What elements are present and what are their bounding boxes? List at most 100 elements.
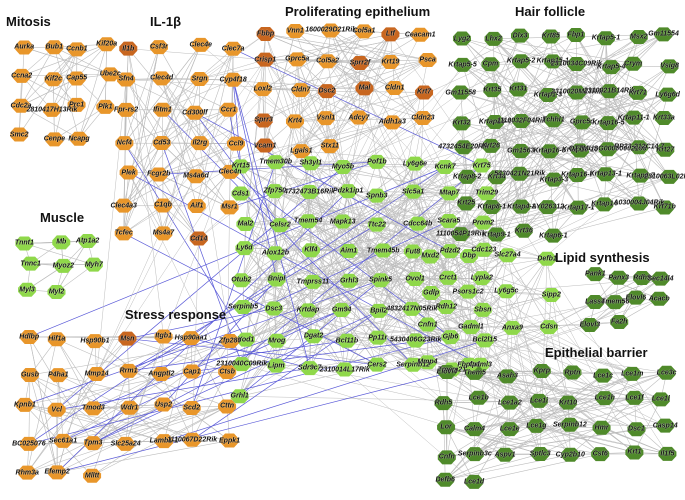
gene-label: Ccl9	[228, 140, 244, 148]
gene-node	[625, 445, 644, 460]
gene-node	[299, 214, 318, 229]
gene-label: Vsnl1	[316, 114, 336, 122]
gene-node	[570, 143, 589, 158]
edge	[466, 63, 577, 204]
gene-label: 4832417N05Rik	[386, 305, 438, 313]
gene-node	[266, 246, 285, 261]
gene-node	[486, 115, 505, 130]
gene-node	[631, 168, 650, 183]
gene-node	[474, 215, 493, 230]
gene-node	[83, 468, 102, 483]
gene-label: Mapk13	[329, 218, 356, 226]
gene-node	[78, 233, 97, 248]
gene-node	[500, 395, 519, 410]
gene-label: Rdh12	[435, 303, 457, 311]
gene-label: RP23-212C14.7	[614, 143, 665, 151]
edge	[232, 48, 482, 166]
edge	[123, 143, 237, 206]
edge	[377, 292, 432, 338]
edge	[62, 340, 231, 442]
gene-label: Grhl1	[230, 392, 249, 400]
gene-label: Clec4d	[150, 74, 174, 82]
edge	[330, 30, 391, 63]
edge	[232, 79, 277, 280]
gene-label: Tpm3	[83, 439, 103, 447]
gene-node	[606, 295, 625, 310]
edge	[158, 174, 230, 208]
gene-node	[44, 72, 63, 87]
gene-node	[120, 400, 139, 415]
edge	[196, 59, 266, 207]
edge	[466, 179, 554, 204]
gene-node	[418, 355, 437, 370]
gene-label: Sdr9c7	[298, 364, 322, 372]
edge	[191, 371, 228, 440]
gene-node	[321, 23, 340, 38]
gene-node	[532, 363, 551, 378]
gene-node	[623, 366, 642, 381]
gene-node	[318, 54, 337, 69]
gene-node	[404, 184, 423, 199]
edge	[20, 78, 77, 107]
gene-node	[595, 391, 614, 406]
gene-label: Rdh5	[434, 399, 453, 407]
gene-label: Mxd2	[421, 252, 440, 260]
edge	[380, 233, 461, 281]
gene-node	[337, 333, 356, 348]
gene-node	[21, 256, 40, 271]
edge	[92, 310, 379, 444]
gene-node	[497, 284, 516, 299]
gene-label: Hmr	[594, 424, 609, 432]
gene-label: Tmem21	[437, 366, 467, 374]
gene-node	[421, 249, 440, 264]
gene-node	[54, 258, 73, 273]
gene-node	[484, 31, 503, 46]
gene-node	[368, 330, 387, 345]
gene-label: Lamb1-1	[149, 437, 179, 445]
gene-node	[219, 102, 238, 117]
gene-node	[591, 447, 610, 462]
edge	[93, 309, 342, 409]
gene-node	[509, 82, 528, 97]
gene-label: Cd300lf	[182, 109, 208, 117]
gene-label: Sprr3	[254, 116, 273, 124]
edge	[245, 250, 451, 340]
gene-label: Sptlc3	[529, 450, 551, 458]
edge	[579, 38, 607, 151]
edge	[273, 59, 298, 309]
gene-label: Sipp2	[541, 291, 561, 299]
gene-label: Dsc1	[628, 425, 645, 433]
gene-label: Lce1h	[594, 394, 615, 402]
gene-node	[465, 422, 484, 437]
edge	[228, 59, 266, 110]
edge	[63, 406, 228, 442]
gene-label: Clec4a3	[110, 202, 137, 210]
edge	[56, 409, 165, 442]
edge	[162, 109, 164, 206]
gene-label: Loxl2	[253, 85, 272, 93]
gene-label: Krt71b	[653, 203, 676, 211]
gene-label: Krtap16-9	[533, 147, 566, 155]
gene-node	[15, 397, 34, 412]
gene-label: Krtap5-4	[597, 63, 626, 71]
gene-label: Myl2	[48, 288, 65, 296]
gene-label: Lce1e	[499, 425, 520, 433]
gene-label: Ccr1	[220, 106, 237, 114]
gene-node	[500, 422, 519, 437]
edge	[377, 326, 471, 338]
gene-label: Bub1	[45, 43, 63, 51]
edge	[461, 123, 467, 204]
edge	[313, 223, 418, 337]
gene-label: Krtap15-1	[536, 57, 569, 65]
edge	[244, 247, 485, 341]
gene-node	[369, 303, 388, 318]
gene-node	[119, 41, 138, 56]
gene-label: Crct1	[439, 274, 458, 282]
gene-node	[155, 434, 174, 449]
edge	[491, 173, 606, 208]
edge	[244, 247, 314, 337]
gene-label: Plek	[121, 169, 136, 176]
gene-label: Lce1d	[463, 478, 485, 486]
gene-label: Krt35	[483, 86, 502, 94]
gene-label: Krtap14	[591, 200, 618, 208]
